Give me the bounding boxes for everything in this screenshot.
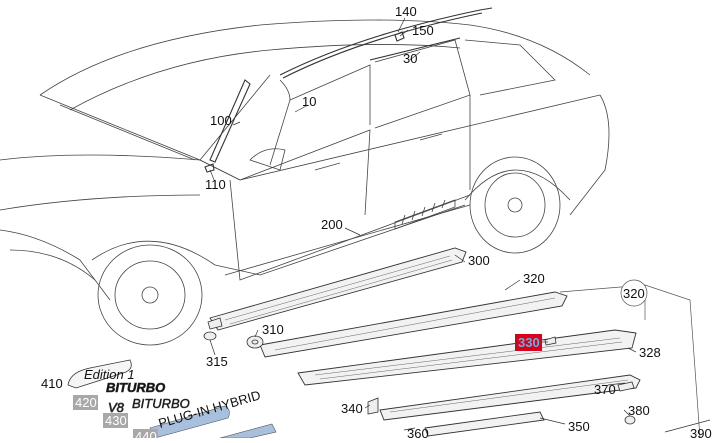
badge-edition-text: Edition 1 [84,367,135,382]
callout-310[interactable]: 310 [262,322,284,337]
callout-10[interactable]: 10 [302,94,316,109]
callout-320-b[interactable]: 320 [623,286,645,301]
callout-328[interactable]: 328 [639,345,661,360]
badge-v8-text: V8 [108,400,125,415]
callout-100[interactable]: 100 [210,113,232,128]
callout-360[interactable]: 360 [407,426,429,441]
badge-biturbo-1-text: BITURBO [106,380,165,395]
badge-v8: V8 [108,400,125,416]
callouts: 140 150 30 10 100 110 200 300 320 320 31… [41,4,712,443]
callout-430-box [103,413,128,428]
callout-430-group: 430 [103,413,128,428]
callout-315[interactable]: 315 [206,354,228,369]
badge-biturbo-2: BITURBO [132,396,190,412]
callout-320-b-group: 320 [620,279,648,307]
callout-30[interactable]: 30 [403,51,417,66]
callout-430[interactable]: 430 [105,413,127,428]
callout-420-group: 420 [73,395,98,410]
callout-150[interactable]: 150 [412,23,434,38]
callout-320-a[interactable]: 320 [523,271,545,286]
callout-340[interactable]: 340 [341,401,363,416]
callout-330-inner [518,337,539,348]
badge-biturbo-2-text: BITURBO [132,396,190,411]
badge-biturbo-1: BITURBO [106,380,166,396]
badge-plugin-hybrid: PLUG-IN HYBRID [149,387,277,439]
callout-420[interactable]: 420 [75,395,97,410]
callout-330[interactable]: 330 [518,335,540,350]
callout-440-group: 440 [133,429,158,443]
callout-110[interactable]: 110 [205,177,226,192]
callout-330-highlight[interactable]: 330 [515,334,542,351]
roof-trim-parts [204,7,493,173]
running-board-grip [224,255,629,413]
callout-370[interactable]: 370 [594,382,616,397]
callout-390[interactable]: 390 [690,426,712,441]
callout-300[interactable]: 300 [468,253,490,268]
leader-lines [209,17,637,431]
running-boards [209,247,641,437]
badges: Edition 1 BITURBO V8 BITURBO PLUG-IN HYB… [67,359,277,439]
vehicle-outline [0,19,610,346]
callout-420-box [73,395,98,410]
callout-410[interactable]: 410 [41,376,63,391]
badge-edition: Edition 1 [67,359,135,389]
callout-320-circle [620,279,648,307]
callout-200[interactable]: 200 [321,217,343,232]
callout-440[interactable]: 440 [135,429,157,443]
small-parts [203,317,711,433]
callout-350[interactable]: 350 [568,419,590,434]
callout-140[interactable]: 140 [395,4,417,19]
callout-380[interactable]: 380 [628,403,650,418]
